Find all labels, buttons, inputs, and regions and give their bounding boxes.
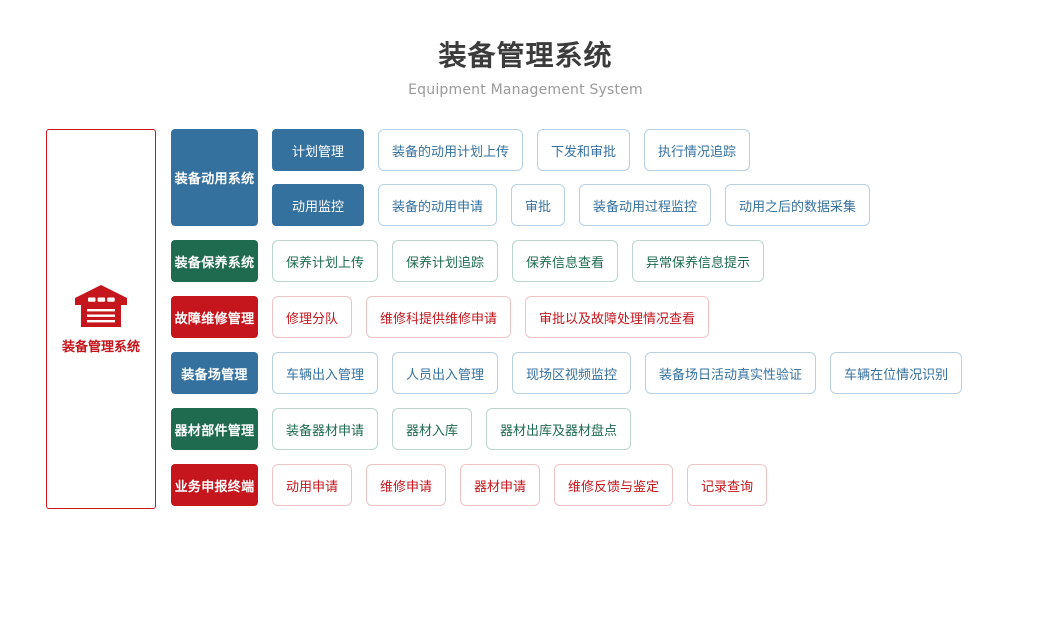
leaf-node[interactable]: 保养计划追踪 [392,240,499,282]
leaf-node[interactable]: 下发和审批 [537,129,631,171]
category-chip-装备场管理[interactable]: 装备场管理 [171,352,258,394]
leaf-node[interactable]: 审批 [511,184,566,226]
leaf-node[interactable]: 保养信息查看 [512,240,619,282]
subcategory-row: 计划管理装备的动用计划上传下发和审批执行情况追踪 [272,129,870,171]
leaf-node[interactable]: 装备动用过程监控 [579,184,712,226]
leaf-group: 装备的动用申请审批装备动用过程监控动用之后的数据采集 [364,184,871,226]
leaf-node[interactable]: 审批以及故障处理情况查看 [525,296,710,338]
category-row: 器材部件管理装备器材申请器材入库器材出库及器材盘点 [171,408,962,450]
leaf-group: 保养计划上传保养计划追踪保养信息查看异常保养信息提示 [258,240,765,282]
system-map: 装备动用系统计划管理装备的动用计划上传下发和审批执行情况追踪动用监控装备的动用申… [171,129,963,506]
leaf-node[interactable]: 记录查询 [687,464,768,506]
leaf-node[interactable]: 装备的动用计划上传 [378,129,524,171]
leaf-group: 装备器材申请器材入库器材出库及器材盘点 [258,408,632,450]
leaf-node[interactable]: 保养计划上传 [272,240,379,282]
leaf-node[interactable]: 修理分队 [272,296,353,338]
category-row: 装备保养系统保养计划上传保养计划追踪保养信息查看异常保养信息提示 [171,240,962,282]
leaf-node[interactable]: 装备的动用申请 [378,184,498,226]
leaf-group: 车辆出入管理人员出入管理现场区视频监控装备场日活动真实性验证车辆在位情况识别 [258,352,963,394]
leaf-node[interactable]: 车辆出入管理 [272,352,379,394]
category-chip-业务申报终端[interactable]: 业务申报终端 [171,464,258,506]
leaf-node[interactable]: 现场区视频监控 [512,352,632,394]
subcategory-row: 动用监控装备的动用申请审批装备动用过程监控动用之后的数据采集 [272,184,871,226]
page-subtitle: Equipment Management System [408,82,643,98]
leaf-node[interactable]: 动用之后的数据采集 [725,184,871,226]
leaf-node[interactable]: 装备器材申请 [272,408,379,450]
category-chip-装备动用系统[interactable]: 装备动用系统 [171,129,258,226]
root-system-label: 装备管理系统 [61,340,140,355]
category-row: 故障维修管理修理分队维修科提供维修申请审批以及故障处理情况查看 [171,296,962,338]
leaf-group: 装备的动用计划上传下发和审批执行情况追踪 [364,129,751,171]
warehouse-icon [73,283,129,329]
category-row: 装备场管理车辆出入管理人员出入管理现场区视频监控装备场日活动真实性验证车辆在位情… [171,352,963,394]
category-chip-器材部件管理[interactable]: 器材部件管理 [171,408,258,450]
subcategory-column: 计划管理装备的动用计划上传下发和审批执行情况追踪动用监控装备的动用申请审批装备动… [272,129,871,226]
subcategory-chip-动用监控[interactable]: 动用监控 [272,184,364,226]
category-chip-装备保养系统[interactable]: 装备保养系统 [171,240,258,282]
leaf-group: 修理分队维修科提供维修申请审批以及故障处理情况查看 [258,296,710,338]
subcategory-chip-计划管理[interactable]: 计划管理 [272,129,364,171]
leaf-node[interactable]: 装备场日活动真实性验证 [645,352,817,394]
leaf-node[interactable]: 维修申请 [366,464,447,506]
category-row: 装备动用系统计划管理装备的动用计划上传下发和审批执行情况追踪动用监控装备的动用申… [171,129,962,226]
leaf-node[interactable]: 异常保养信息提示 [632,240,765,282]
root-system-panel[interactable]: 装备管理系统 [46,129,156,509]
leaf-node[interactable]: 器材入库 [392,408,473,450]
leaf-node[interactable]: 执行情况追踪 [644,129,751,171]
leaf-node[interactable]: 车辆在位情况识别 [830,352,963,394]
category-row: 业务申报终端动用申请维修申请器材申请维修反馈与鉴定记录查询 [171,464,962,506]
page-header: 装备管理系统 Equipment Management System [0,38,1051,100]
leaf-node[interactable]: 维修反馈与鉴定 [554,464,674,506]
leaf-group: 动用申请维修申请器材申请维修反馈与鉴定记录查询 [258,464,768,506]
leaf-node[interactable]: 器材申请 [460,464,541,506]
leaf-node[interactable]: 器材出库及器材盘点 [486,408,632,450]
leaf-node[interactable]: 维修科提供维修申请 [366,296,512,338]
category-chip-故障维修管理[interactable]: 故障维修管理 [171,296,258,338]
page-title: 装备管理系统 [438,39,613,72]
leaf-node[interactable]: 人员出入管理 [392,352,499,394]
leaf-node[interactable]: 动用申请 [272,464,353,506]
